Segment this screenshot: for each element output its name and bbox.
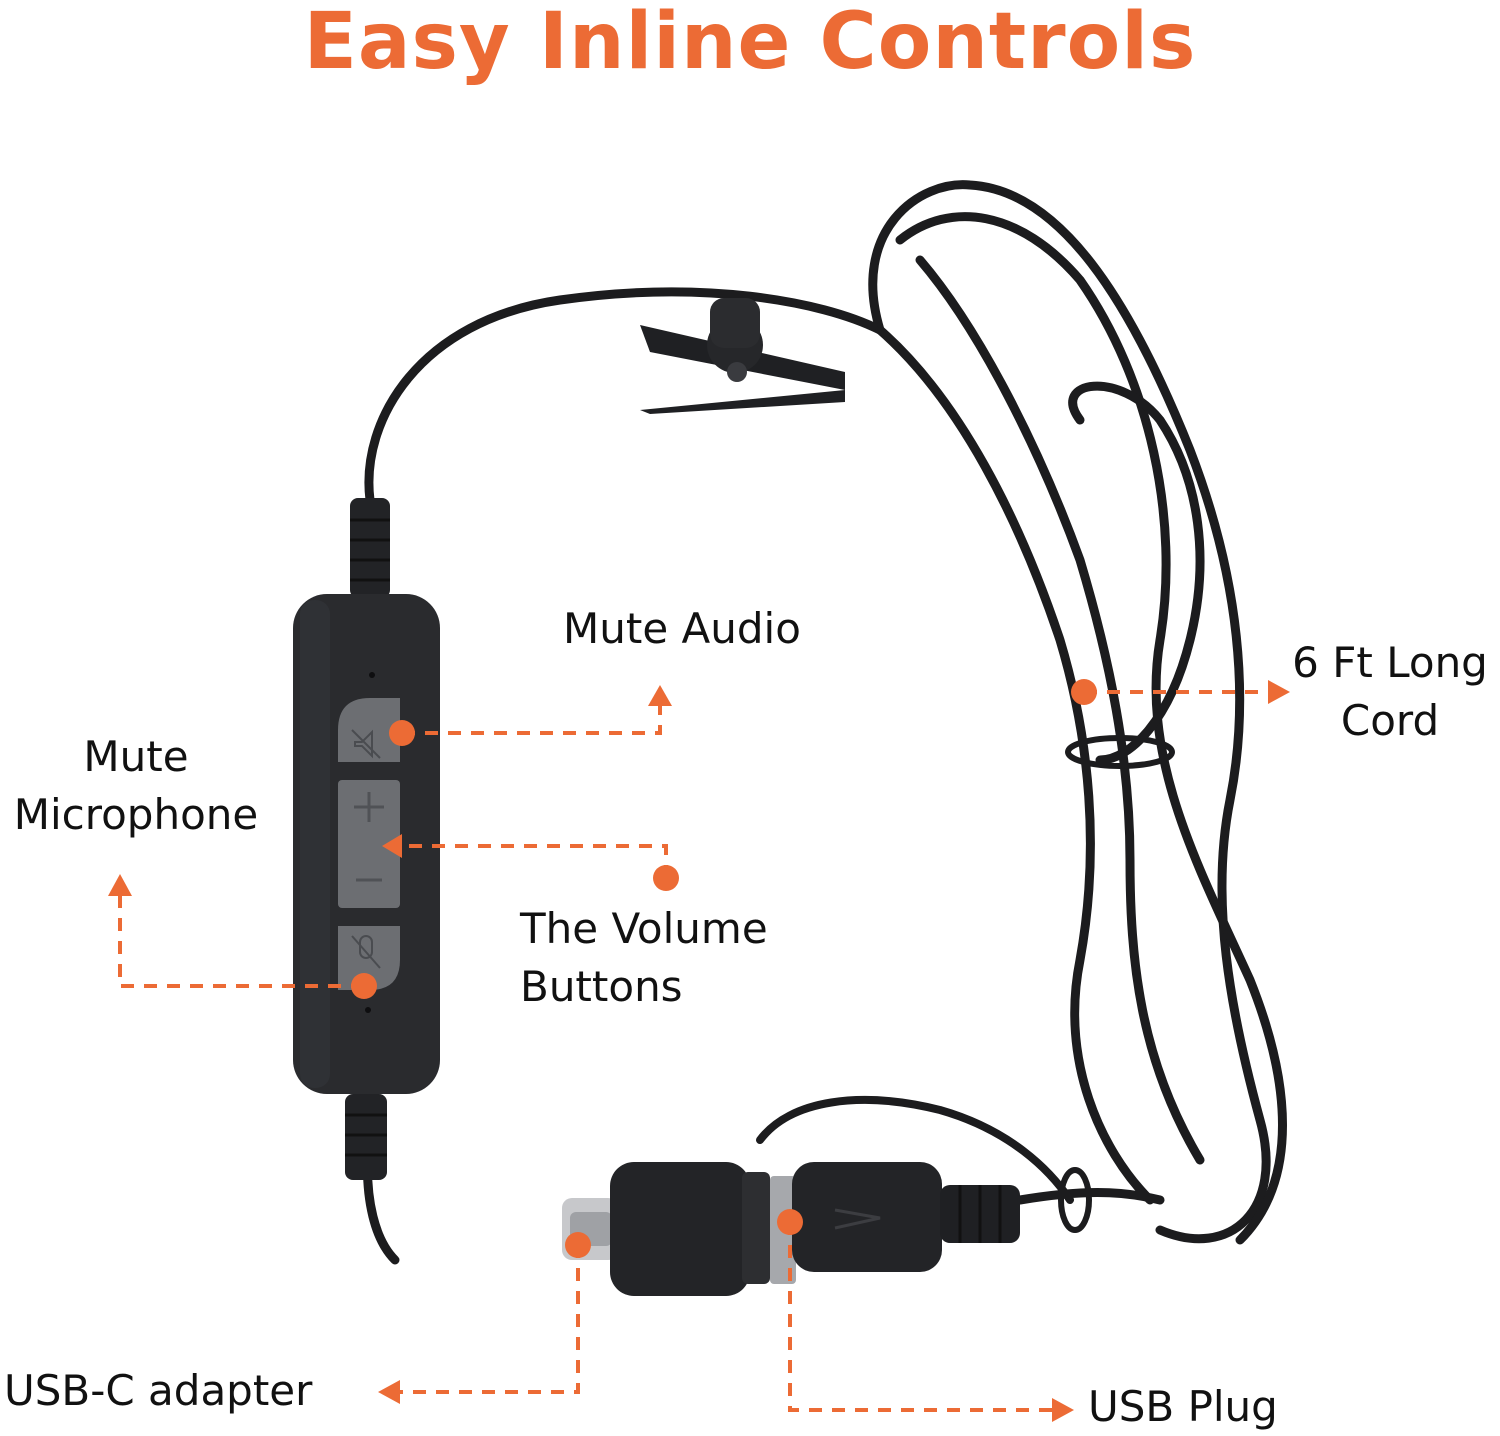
usb-connector-assembly [562,1162,1092,1296]
usb-plug-marker [777,1209,803,1235]
volume-arrowhead [382,834,402,858]
cord-length-arrowhead [1268,680,1290,704]
page-title: Easy Inline Controls [303,0,1197,87]
usb-c-adapter-leader [392,1245,580,1394]
mute-audio-leader [402,702,662,735]
cord-length-label: 6 Ft Long Cord [1292,638,1488,745]
usb-c-adapter-label: USB-C adapter [4,1366,313,1415]
mute-audio-marker [389,720,415,746]
usb-c-adapter-arrowhead [378,1380,400,1404]
mute-audio-label: Mute Audio [563,604,801,653]
mute-audio-button[interactable] [338,698,400,762]
usb-c-adapter-marker [565,1232,591,1258]
mute-microphone-button[interactable] [338,926,400,990]
cable-tie [1065,735,1175,769]
usb-c-adapter-body [610,1162,750,1296]
volume-buttons-label: The Volume Buttons [520,904,768,1011]
annotation-callouts [118,690,1272,1412]
callout-markers [351,679,1097,1258]
usb-plug-arrowhead [1052,1398,1074,1422]
mute-microphone-leader [118,888,364,988]
callout-arrowheads [108,680,1290,1422]
mute-microphone-arrowhead [108,874,132,896]
mute-audio-arrowhead [648,685,672,706]
volume-marker [653,865,679,891]
usb-plug-leader [788,1222,1058,1412]
cable-clip [640,298,845,414]
inline-remote [293,498,440,1180]
volume-rocker-button[interactable] [338,780,400,908]
usb-plug-label: USB Plug [1088,1382,1278,1431]
mute-microphone-marker [351,973,377,999]
cord-length-marker [1071,679,1097,705]
cable-loops [363,180,1287,1265]
mute-microphone-label: Mute Microphone [13,732,259,839]
